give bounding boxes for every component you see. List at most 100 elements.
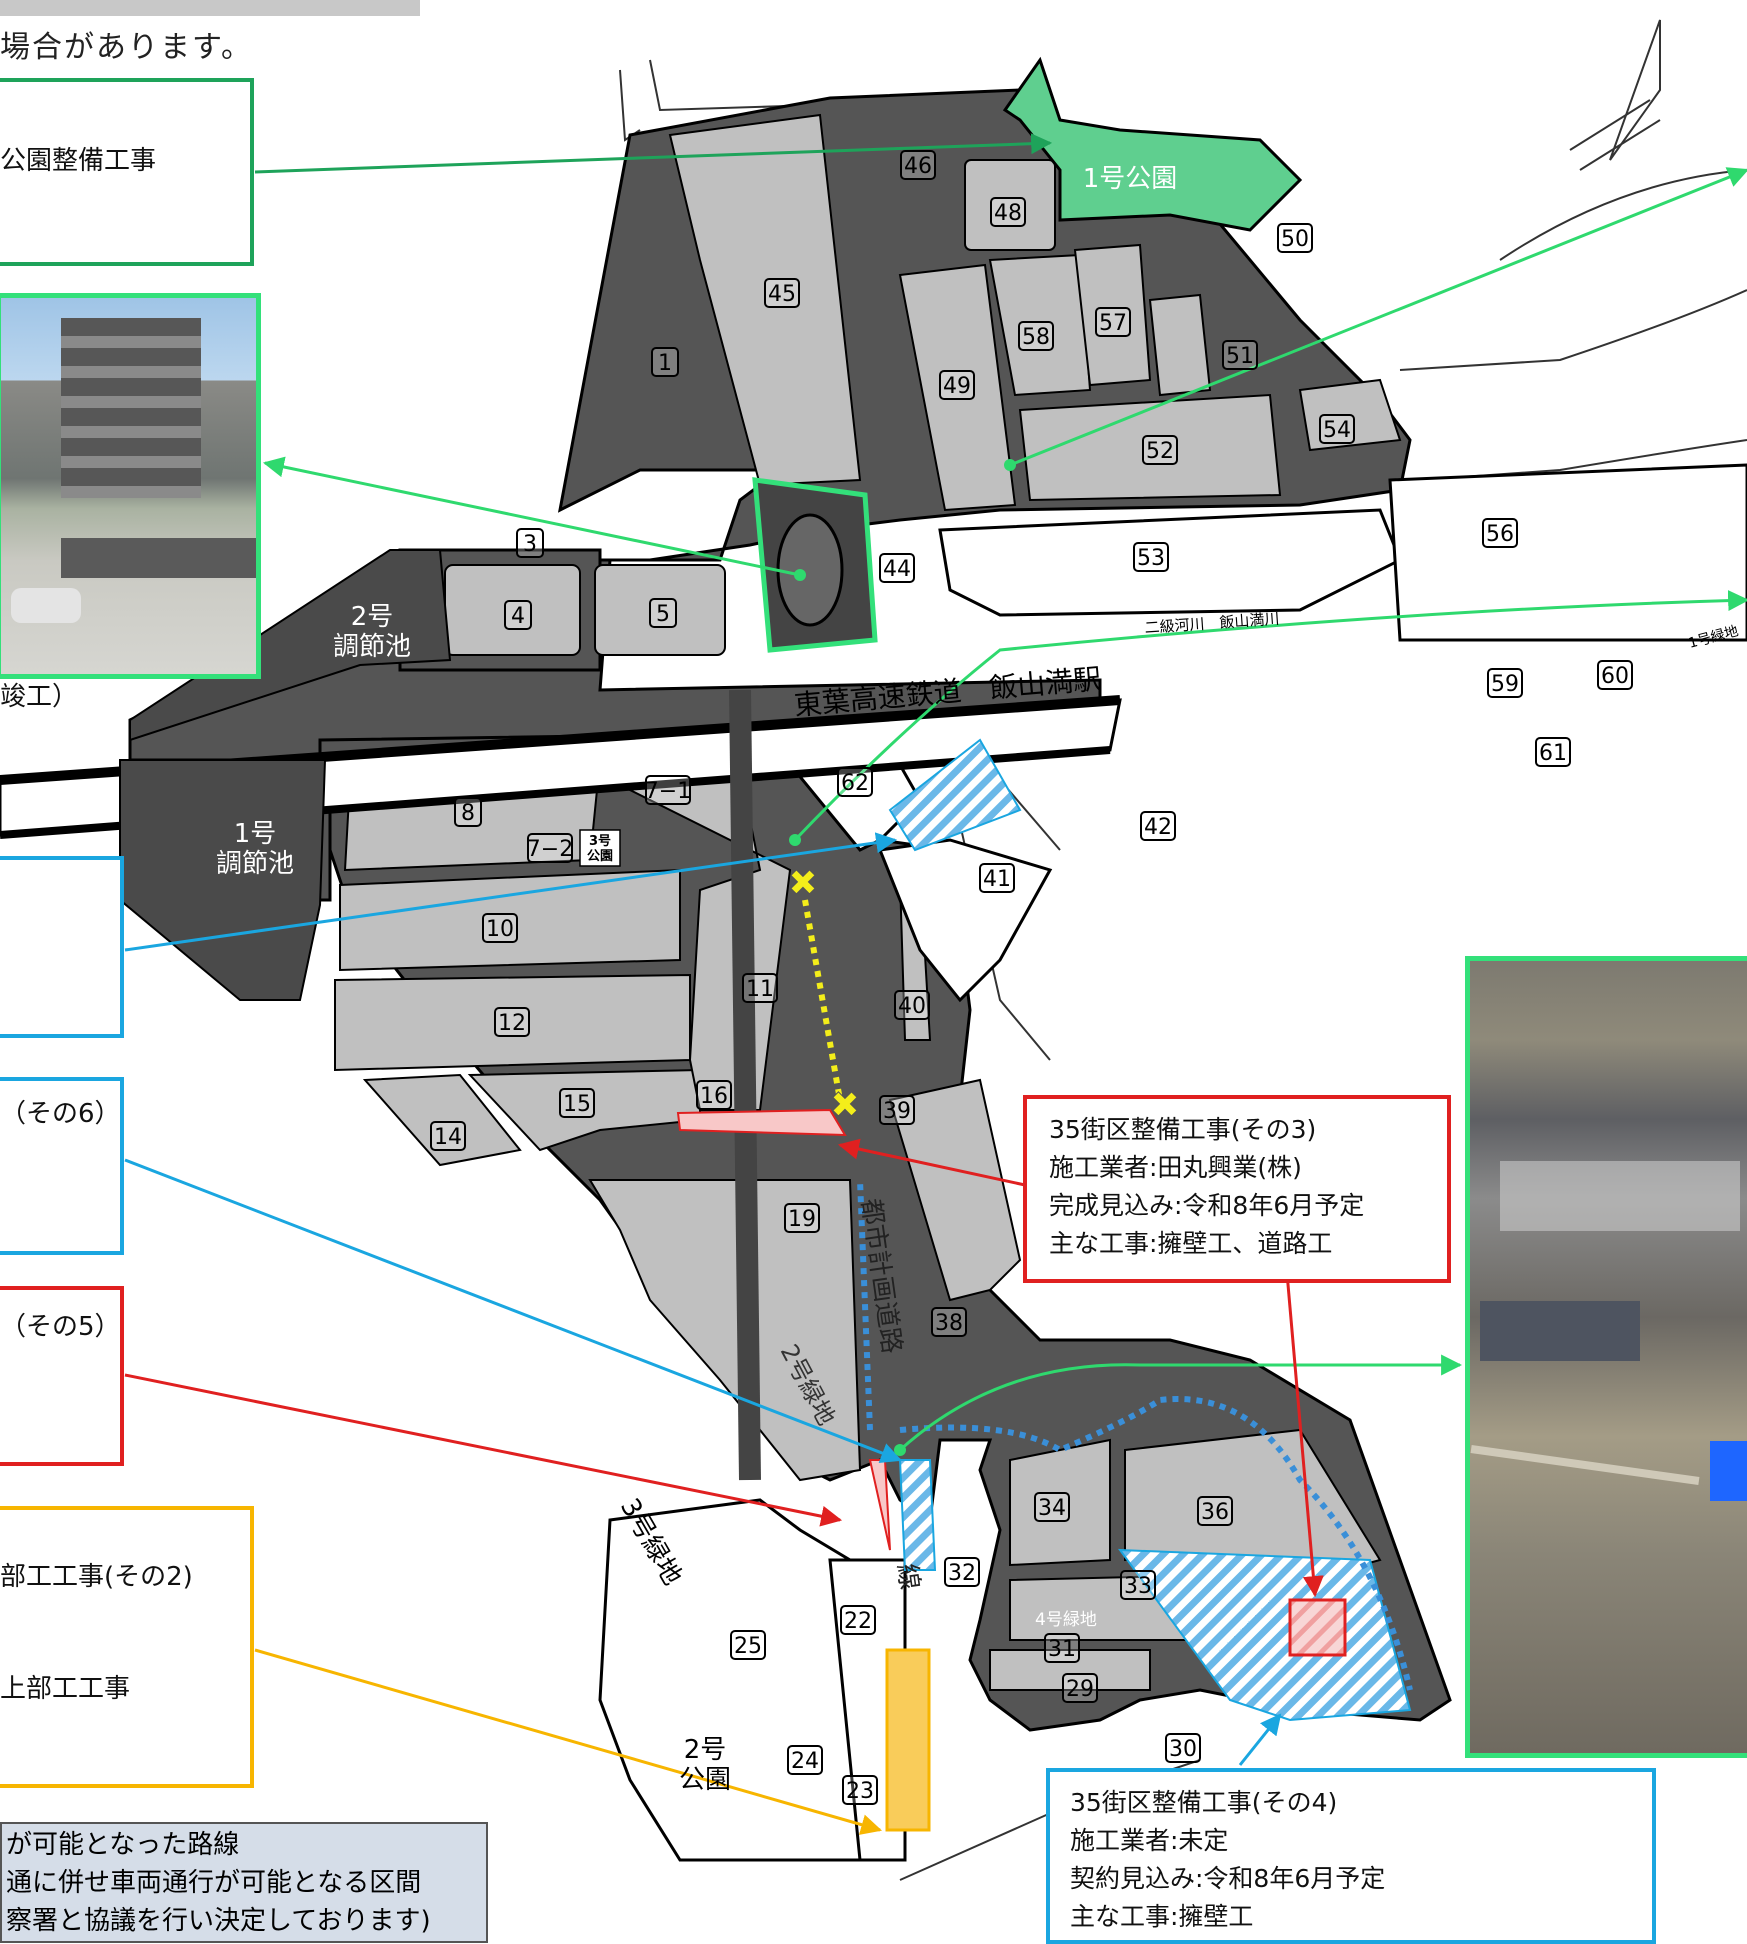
callout-red-sono3: 35街区整備工事(その3) 施工業者:田丸興業(株) 完成見込み:令和8年6月予… bbox=[1023, 1095, 1451, 1283]
hatch-area-35 bbox=[1117, 1548, 1412, 1722]
leader-blue-top bbox=[124, 832, 898, 952]
legend: が可能となった路線 通に併せ車両通行が可能となる区間 察署と協議を行い決定してお… bbox=[0, 1822, 488, 1943]
block-number-frame-b29 bbox=[1062, 1673, 1098, 1703]
block-number-b48: 48 bbox=[994, 201, 1022, 226]
block-number-frame-b19 bbox=[784, 1203, 820, 1233]
park-3-label-1: 3号 bbox=[589, 834, 611, 849]
block-number-frame-b22 bbox=[840, 1605, 876, 1635]
block-number-b45: 45 bbox=[768, 282, 796, 307]
block-number-b15: 15 bbox=[563, 1092, 591, 1117]
block-number-frame-b31 bbox=[1044, 1633, 1080, 1663]
sono3-work: 主な工事:擁壁工、道路工 bbox=[1049, 1229, 1333, 1258]
block-number-b19: 19 bbox=[788, 1207, 816, 1232]
block-number-b54: 54 bbox=[1323, 418, 1351, 443]
block-number-frame-b56 bbox=[1482, 518, 1518, 548]
block-number-frame-b7_2 bbox=[527, 833, 573, 863]
callout-red-sono5: （その5） bbox=[0, 1286, 124, 1466]
callout-blue-top bbox=[0, 856, 124, 1038]
block-number-b25: 25 bbox=[734, 1634, 762, 1659]
block-number-b22: 22 bbox=[844, 1609, 872, 1634]
orange-bridge-section bbox=[885, 1648, 931, 1832]
callout-blue-sono4: 35街区整備工事(その4) 施工業者:未定 契約見込み:令和8年6月予定 主な工… bbox=[1046, 1768, 1656, 1944]
block-number-frame-b42 bbox=[1140, 811, 1176, 841]
district-blocks bbox=[334, 113, 1402, 1691]
park-2-label-2: 公園 bbox=[679, 1765, 731, 1795]
red-area-road bbox=[676, 1108, 847, 1137]
block-number-frame-b39 bbox=[879, 1095, 915, 1125]
block-number-frame-b38 bbox=[931, 1307, 967, 1337]
block-number-b46: 46 bbox=[904, 154, 932, 179]
block-number-frame-b24 bbox=[787, 1745, 823, 1775]
block-number-b58: 58 bbox=[1022, 325, 1050, 350]
block-number-frame-b57 bbox=[1095, 307, 1131, 337]
leader-photo-right-top bbox=[1009, 167, 1747, 467]
block-number-frame-b52 bbox=[1142, 435, 1178, 465]
sono4-schedule: 契約見込み:令和8年6月予定 bbox=[1070, 1864, 1386, 1893]
block-number-b62: 62 bbox=[841, 771, 869, 796]
block-number-b51: 51 bbox=[1226, 344, 1254, 369]
block-number-b3: 3 bbox=[523, 532, 537, 557]
block-number-b7_1: 7−1 bbox=[645, 779, 691, 804]
pond-2-label-2: 調節池 bbox=[333, 632, 411, 662]
sono3-schedule: 完成見込み:令和8年6月予定 bbox=[1049, 1191, 1365, 1220]
pond-2-label-1: 2号 bbox=[351, 602, 394, 632]
block-number-frame-b45 bbox=[764, 278, 800, 308]
block-number-frame-b1 bbox=[651, 347, 679, 377]
block-number-frame-b16 bbox=[696, 1080, 732, 1110]
block-number-b30: 30 bbox=[1169, 1737, 1197, 1762]
leader-red-sono5 bbox=[124, 1373, 843, 1527]
block-number-frame-b7_1 bbox=[645, 775, 691, 805]
block-number-frame-b14 bbox=[430, 1121, 466, 1151]
block-number-b16: 16 bbox=[700, 1084, 728, 1109]
block-number-b36: 36 bbox=[1201, 1500, 1229, 1525]
pond-1-label-2: 調節池 bbox=[216, 849, 294, 879]
leader-blue-sono6 bbox=[124, 1158, 902, 1463]
block-number-b39: 39 bbox=[883, 1099, 911, 1124]
pond-1-label-1: 1号 bbox=[234, 819, 277, 849]
block-number-b10: 10 bbox=[486, 917, 514, 942]
blue-dotted-route bbox=[857, 1179, 1413, 1691]
block-number-frame-b4 bbox=[504, 600, 532, 630]
block-number-b29: 29 bbox=[1066, 1677, 1094, 1702]
block-number-b24: 24 bbox=[791, 1749, 819, 1774]
block-number-frame-b61 bbox=[1535, 737, 1571, 767]
block-number-frame-b10 bbox=[482, 913, 518, 943]
leader-photo-top bbox=[262, 456, 801, 577]
sono4-contractor: 施工業者:未定 bbox=[1070, 1826, 1229, 1855]
block-number-frame-b53 bbox=[1133, 542, 1169, 572]
callout-orange-text-1: 部工工事(その2) bbox=[0, 1562, 193, 1592]
block-number-b41: 41 bbox=[983, 867, 1011, 892]
block-number-b49: 49 bbox=[943, 374, 971, 399]
block-number-frame-b58 bbox=[1018, 321, 1054, 351]
roundabout bbox=[752, 477, 878, 653]
park-2-label-1: 2号 bbox=[684, 1735, 727, 1765]
leader-red-sono3-square bbox=[1283, 1249, 1324, 1598]
callout-blue-sono6-text: （その6） bbox=[0, 1099, 121, 1129]
block-number-b31: 31 bbox=[1048, 1637, 1076, 1662]
block-number-b1: 1 bbox=[658, 351, 672, 376]
callout-completed-fragment: 竣工） bbox=[0, 682, 79, 712]
block-number-frame-b49 bbox=[939, 370, 975, 400]
callout-orange: 部工工事(その2) 上部工工事 bbox=[0, 1506, 254, 1788]
road-name-lower: 線 bbox=[891, 1562, 924, 1592]
block-number-b40: 40 bbox=[898, 994, 926, 1019]
block-number-b34: 34 bbox=[1038, 1496, 1066, 1521]
block-number-frame-b36 bbox=[1197, 1496, 1233, 1526]
block-number-frame-b25 bbox=[730, 1630, 766, 1660]
block-number-b44: 44 bbox=[883, 557, 911, 582]
photo-top-left bbox=[0, 293, 261, 679]
legend-line-3: 察署と協議を行い決定しております) bbox=[6, 1906, 431, 1936]
block-number-b52: 52 bbox=[1146, 439, 1174, 464]
callout-orange-text-2: 上部工工事 bbox=[0, 1674, 131, 1704]
yellow-dotted-route bbox=[802, 899, 843, 1101]
callout-park-work: 公園整備工事 bbox=[0, 78, 254, 266]
block-number-b42: 42 bbox=[1144, 815, 1172, 840]
green-4-label: 4号緑地 bbox=[1035, 1610, 1097, 1630]
hatch-area-south-road bbox=[898, 1459, 937, 1571]
block-number-b7_2: 7−2 bbox=[527, 837, 573, 862]
legend-line-1: が可能となった路線 bbox=[6, 1830, 240, 1860]
block-number-b8: 8 bbox=[461, 801, 475, 826]
red-area-south bbox=[868, 1459, 891, 1551]
block-number-frame-b3 bbox=[516, 528, 544, 558]
callout-red-sono5-text: （その5） bbox=[0, 1312, 121, 1342]
